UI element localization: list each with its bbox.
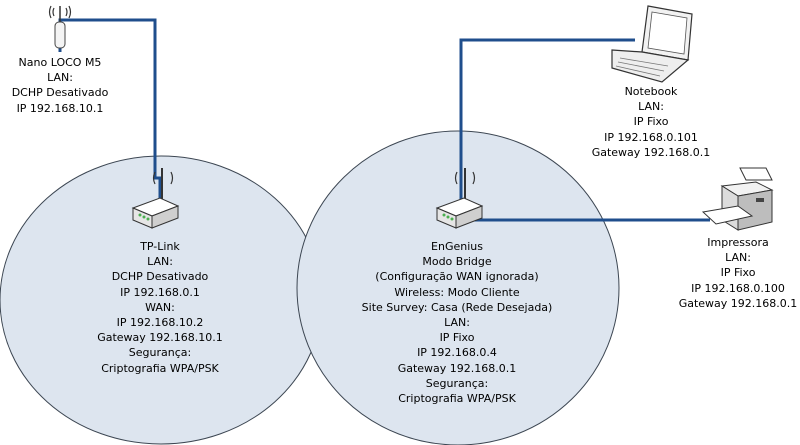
engenius-line: IP Fixo (439, 331, 475, 345)
engenius-line: Gateway 192.168.0.1 (397, 361, 517, 375)
engenius-line: Wireless: Modo Cliente (394, 285, 520, 299)
notebook-line: Notebook (624, 85, 678, 98)
tplink-line: IP 192.168.10.2 (116, 316, 204, 330)
nano-loco-line: DCHP Desativado (11, 86, 109, 100)
printer-icon (701, 167, 774, 231)
engenius-wireless-zone (296, 130, 620, 445)
notebook-line: LAN: (638, 100, 664, 114)
notebook-line: IP 192.168.0.101 (604, 130, 698, 144)
tplink-line: TP-Link (140, 240, 180, 253)
impressora-line: IP 192.168.0.100 (691, 281, 785, 295)
laptop-icon (611, 5, 693, 83)
tplink-label: TP-Link LAN: DCHP Desativado IP 192.168.… (97, 239, 223, 376)
router-icon (435, 168, 484, 229)
antenna-icon (48, 5, 72, 49)
nano-loco-line: IP 192.168.10.1 (16, 101, 104, 115)
tplink-line: IP 192.168.0.1 (120, 285, 200, 299)
engenius-label: EnGenius Modo Bridge (Configuração WAN i… (362, 239, 553, 406)
nano-loco-line: LAN: (47, 71, 73, 85)
engenius-line: Criptografia WPA/PSK (398, 392, 516, 406)
engenius-line: Modo Bridge (422, 255, 492, 269)
link-engenius-to-notebook (459, 38, 635, 200)
tplink-line: LAN: (147, 255, 173, 269)
nano-loco-label: Nano LOCO M5 LAN: DCHP Desativado IP 192… (12, 55, 109, 116)
nano-loco-line: Nano LOCO M5 (18, 56, 102, 69)
tplink-line: Gateway 192.168.10.1 (97, 331, 223, 345)
impressora-line: Impressora (707, 236, 769, 249)
notebook-label: Notebook LAN: IP Fixo IP 192.168.0.101 G… (592, 84, 711, 160)
engenius-line: LAN: (444, 316, 470, 330)
tplink-line: WAN: (145, 300, 175, 314)
router-icon (131, 168, 180, 229)
engenius-line: Segurança: (425, 376, 489, 390)
notebook-line: IP Fixo (633, 115, 669, 129)
impressora-label: Impressora LAN: IP Fixo IP 192.168.0.100… (679, 235, 798, 311)
notebook-line: Gateway 192.168.0.1 (591, 145, 711, 159)
impressora-line: Gateway 192.168.0.1 (678, 296, 798, 310)
engenius-line: Site Survey: Casa (Rede Desejada) (361, 300, 553, 314)
tplink-line: DCHP Desativado (111, 270, 209, 284)
impressora-line: IP Fixo (720, 266, 756, 280)
tplink-line: Criptografia WPA/PSK (101, 361, 219, 375)
engenius-line: EnGenius (431, 240, 483, 253)
tplink-line: Segurança: (128, 346, 192, 360)
engenius-line: IP 192.168.0.4 (417, 346, 497, 360)
impressora-line: LAN: (725, 251, 751, 265)
engenius-line: (Configuração WAN ignorada) (375, 270, 539, 284)
